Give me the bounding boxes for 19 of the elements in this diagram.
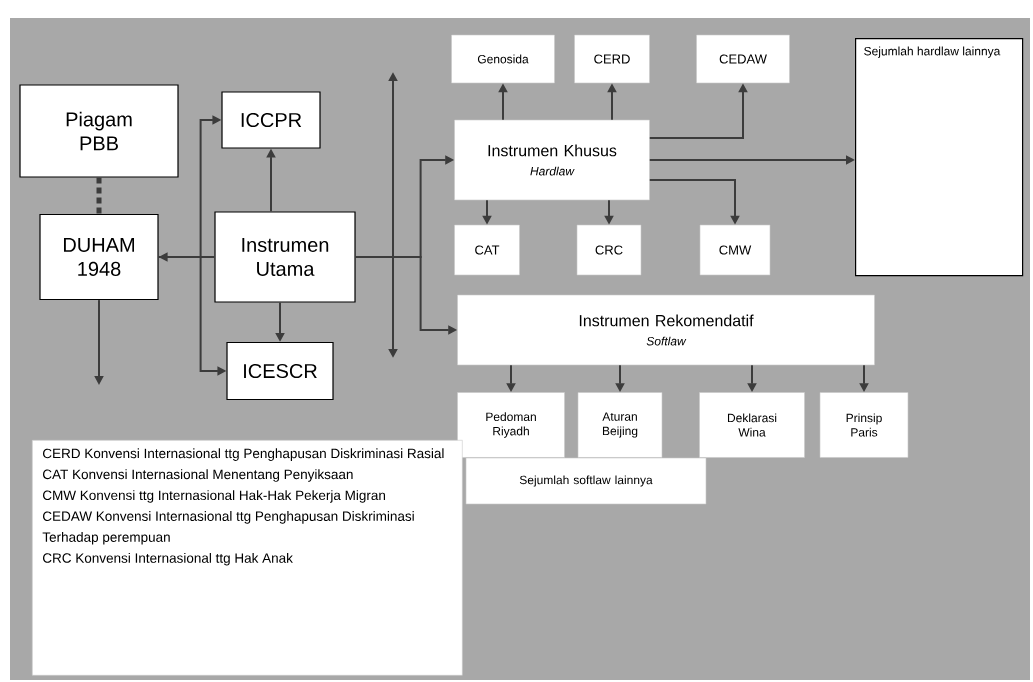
process-box: CAT [454,224,520,276]
process-box: Instrumen Utama [214,211,356,303]
glossary-box: CERD Konvensi Internasional ttg Penghapusan Diskriminasi Rasial CAT Konvensi Internasional Menentang Penyiksaan CMW Konvensi ttg Internasional Hak-Hak Pekerja Migran CEDAW Konvensi Internasional ttg Penghapusan Diskriminasi Terhadap perempuan CRC Konvensi Internasional ttg Hak Anak [32,440,463,676]
process-box: CEDAW [696,34,790,84]
process-box: Deklarasi Wina [699,392,805,458]
process-box: CMW [699,224,771,276]
process-box: Instrumen Khusus Hardlaw [454,119,650,201]
process-box: Prinsip Paris [819,392,909,458]
process-box: DUHAM 1948 [39,213,159,301]
process-box: Instrumen Rekomendatif Softlaw [457,294,875,366]
process-box: Pedoman Riyadh [457,392,565,458]
process-box: CERD [574,34,650,84]
process-box: ICCPR [221,91,321,149]
process-box: ICESCR [226,341,334,401]
process-box: Genosida [451,34,555,84]
process-box: CRC [576,224,642,276]
process-box: Aturan Beijing [577,392,663,458]
process-box: Piagam PBB [19,84,179,178]
text-box: Sejumlah hardlaw lainnya [855,38,1024,277]
